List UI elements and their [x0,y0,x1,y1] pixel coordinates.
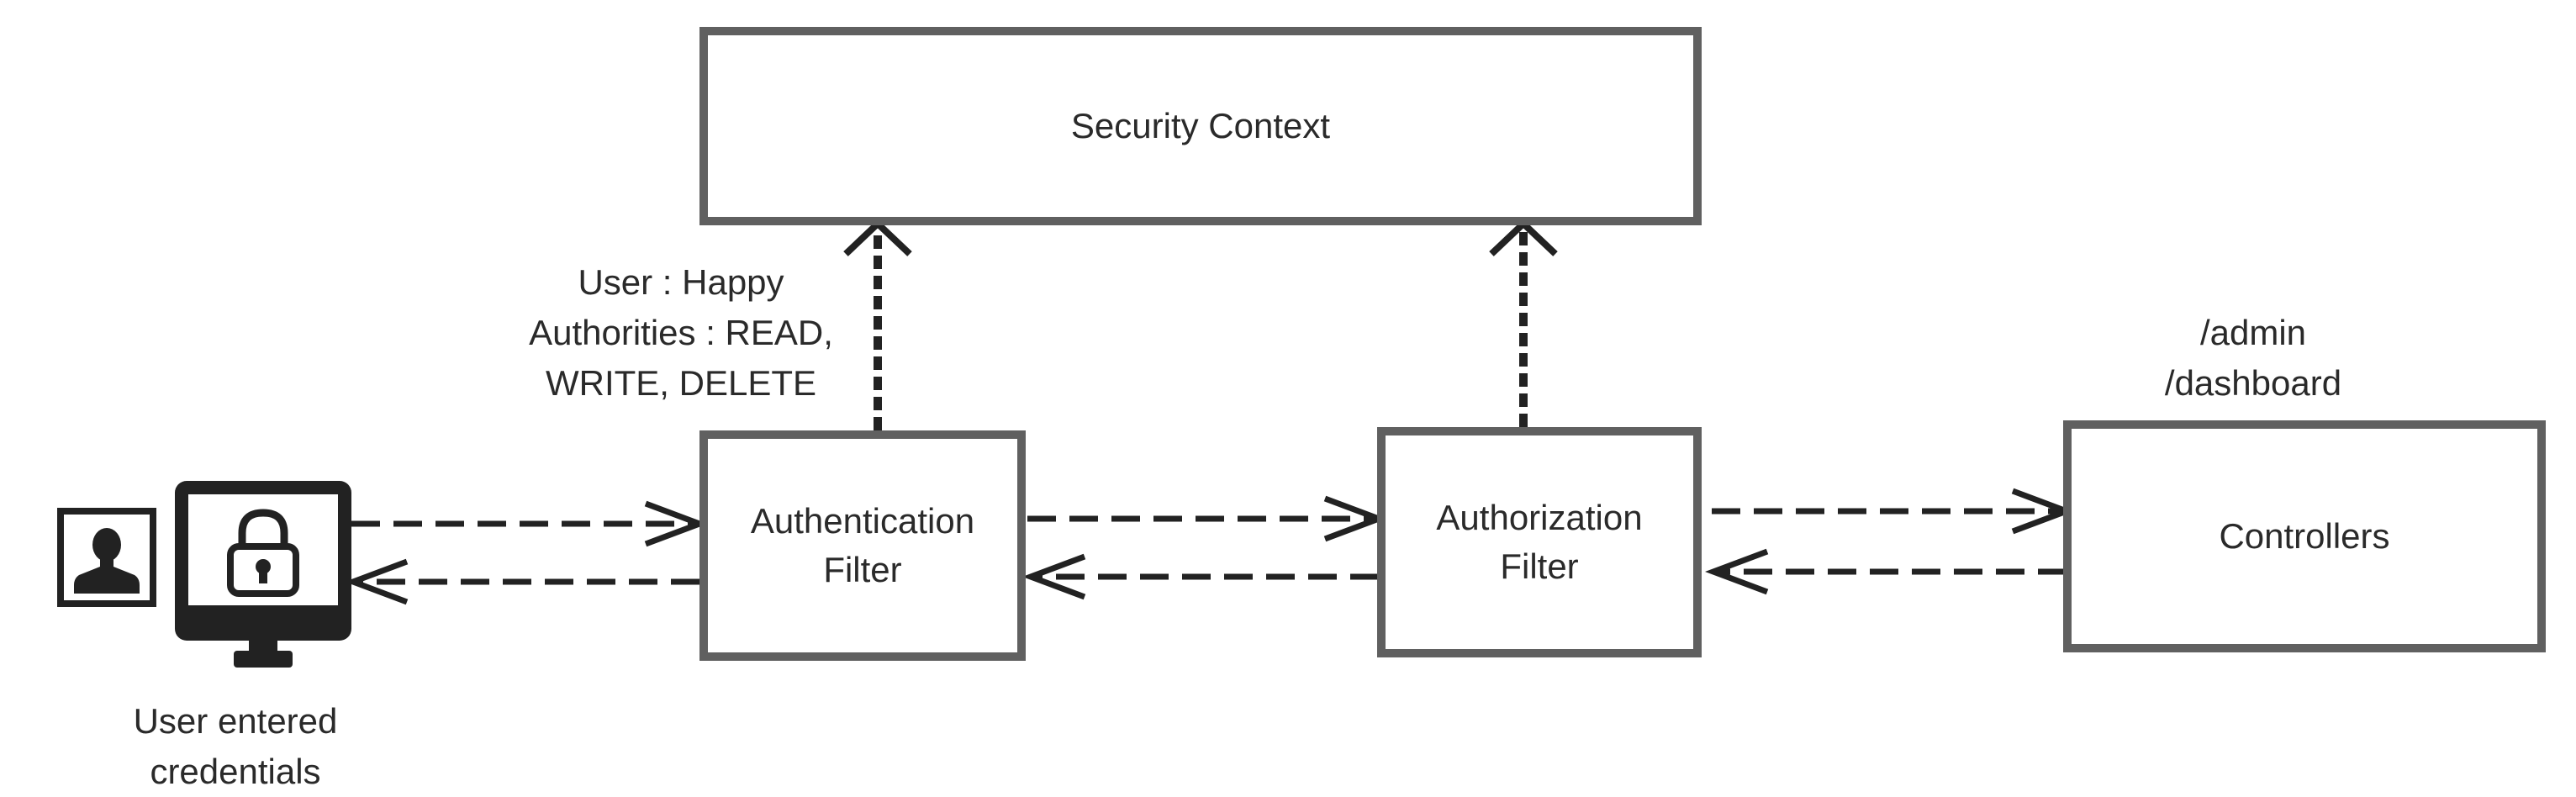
controllers-box: Controllers [2063,420,2546,652]
security-context-label: Security Context [1070,106,1331,145]
security-context-box: Security Context [699,27,1702,225]
lock-icon [222,504,304,599]
user-credentials-note: User entered credentials [133,701,338,791]
arrowhead-user-in [345,558,409,605]
arrowhead-authorization-return [1705,548,1769,595]
controllers-label: Controllers [2219,516,2390,556]
authorization-filter-label: Authorization Filter [1436,498,1643,586]
authentication-filter-label: Authentication Filter [750,501,975,589]
authentication-filter-box: Authentication Filter [699,430,1026,661]
arrowhead-authentication-return [1022,553,1086,600]
authorization-filter-box: Authorization Filter [1377,427,1702,657]
endpoints-note: /admin /dashboard [2164,313,2342,403]
user-details-note: User : Happy Authorities : READ, WRITE, … [529,262,833,403]
person-silhouette-icon [57,508,156,607]
